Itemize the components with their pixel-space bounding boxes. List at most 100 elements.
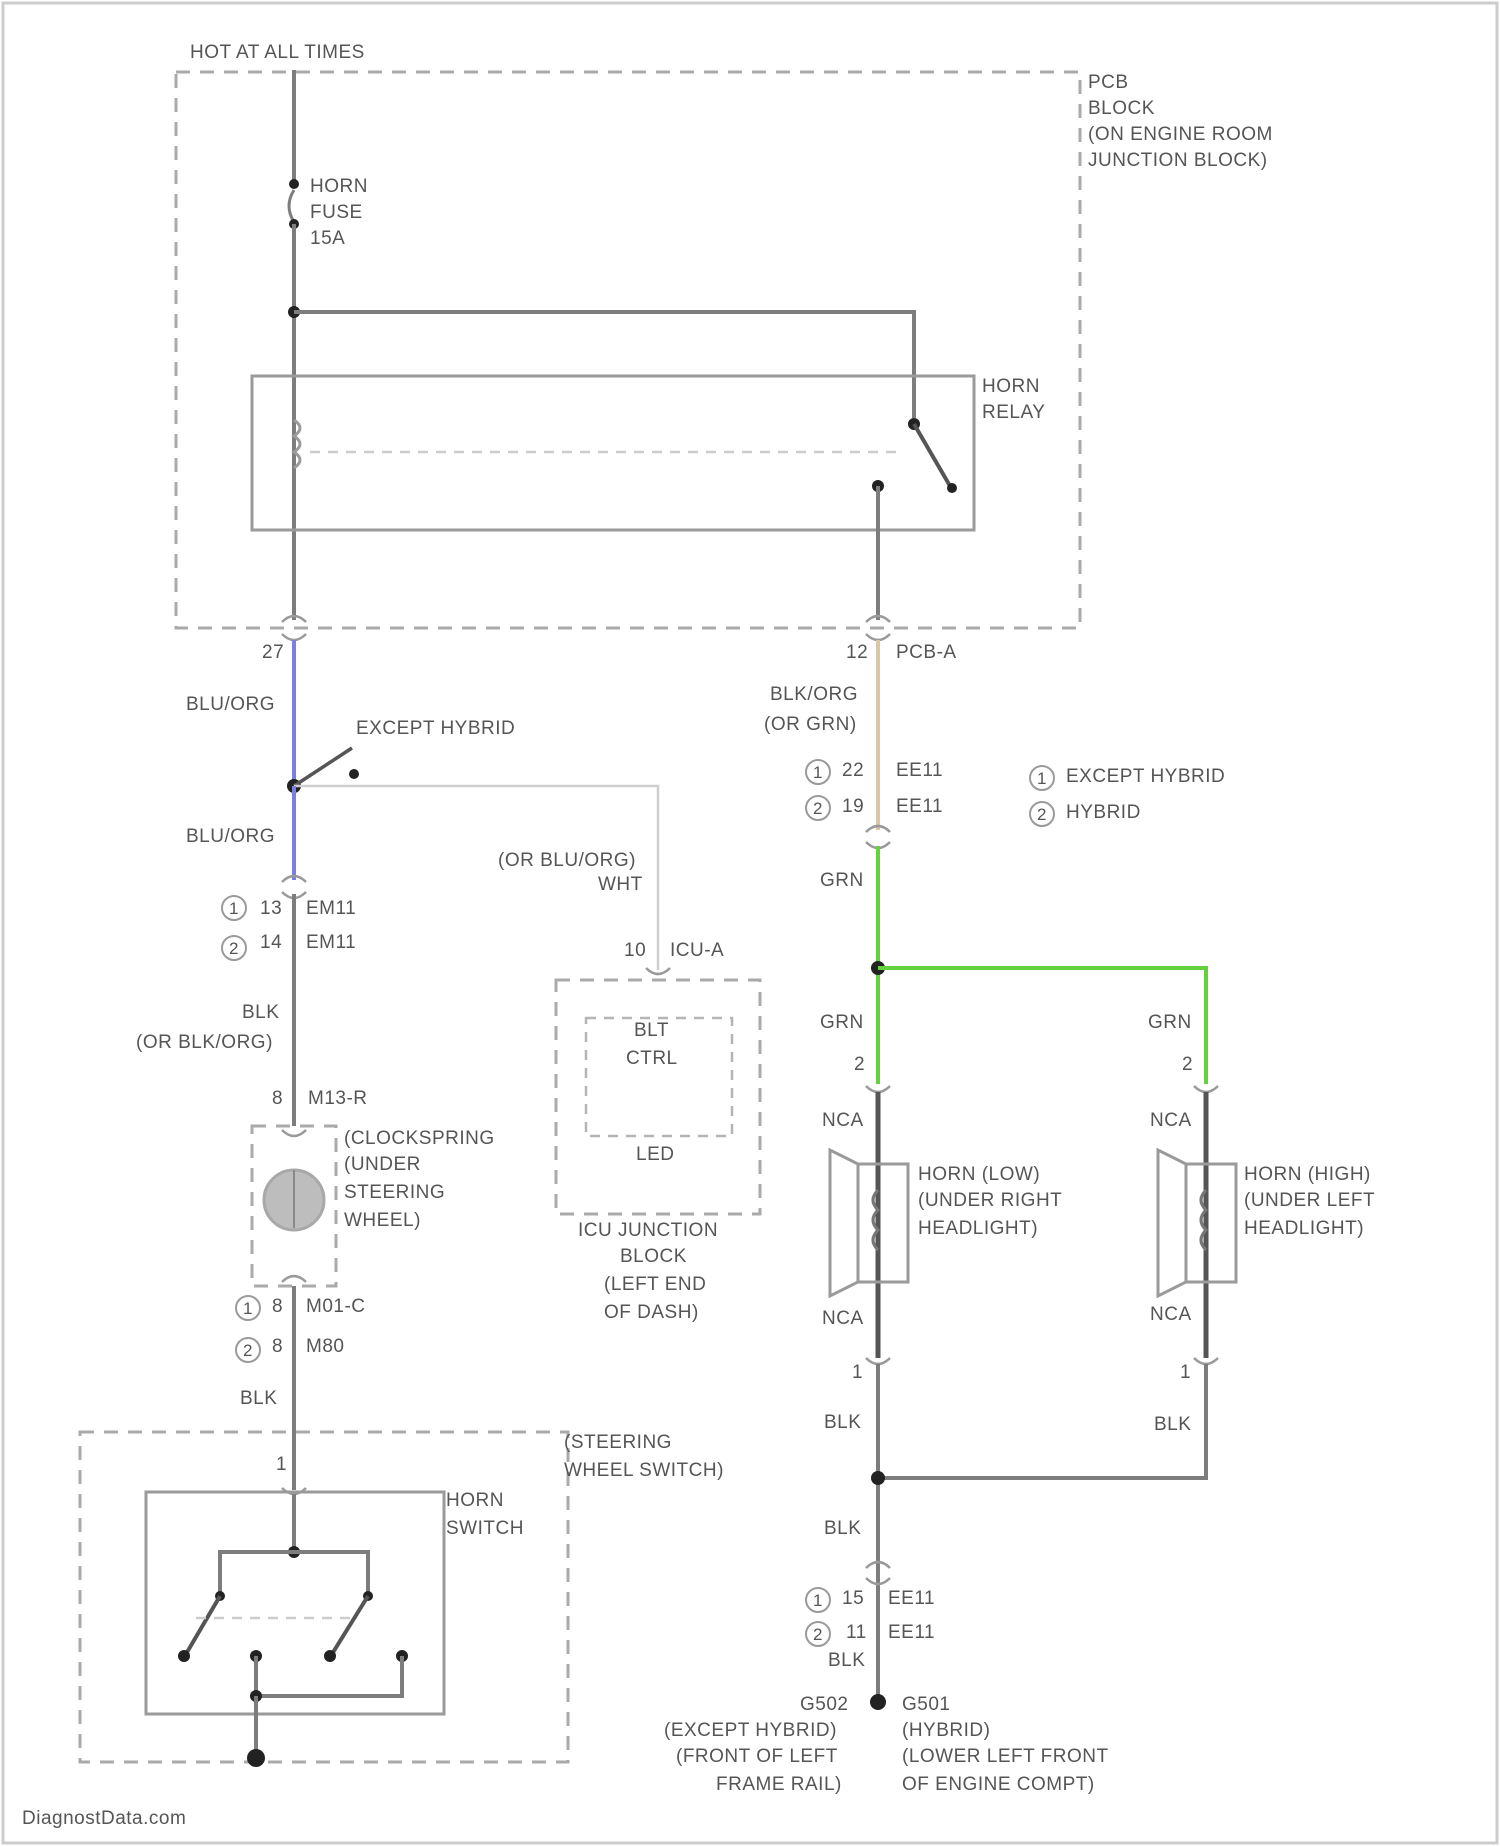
ee11-name-4: EE11 [888,1622,935,1643]
legend-tag-1-num: 1 [1037,769,1046,788]
pcb-conn-27-icon-b [282,634,306,640]
blk-label-1: BLK [242,1002,279,1023]
pcb-conn-12-icon-b [866,634,890,640]
pin-27-label: 27 [262,642,284,663]
pcb-block-label-2: BLOCK [1088,98,1155,119]
clockspring-label-1: (CLOCKSPRING [344,1128,495,1149]
em11-tag-1-num: 1 [229,899,238,918]
icu-block-label-3: (LEFT END [604,1274,706,1295]
icu-block-label-1: ICU JUNCTION [578,1220,718,1241]
switch-b-contact [324,1650,336,1662]
horn-switch-a-icon [186,1596,220,1654]
m80-label: M80 [306,1336,344,1357]
icu-block-outline [556,980,760,1214]
fuse-icon [289,190,294,222]
grn-label-1: GRN [820,870,864,891]
em11-pin-14: 14 [260,932,282,953]
relay-contact-feed-wire [294,312,914,418]
icu-wire-label-2: WHT [598,874,643,895]
horn-high-label-3: HEADLIGHT) [1244,1218,1364,1239]
icu-ctrl-label-1: BLT [634,1020,669,1041]
horn-high-label-2: (UNDER LEFT [1244,1190,1375,1211]
horn-low-pin-2: 2 [854,1054,865,1075]
m80-tag-2-num: 2 [243,1341,252,1360]
blk-label-r4: BLK [828,1650,865,1671]
pcb-block-label-4: JUNCTION BLOCK) [1088,150,1268,171]
m01-pin: 8 [272,1296,283,1317]
g501-desc-3: OF ENGINE COMPT) [902,1774,1095,1795]
fuse-label-2: FUSE [310,202,363,223]
blk-label-r2: BLK [1154,1414,1191,1435]
blk-label-2: BLK [240,1388,277,1409]
horn-high-body [1186,1164,1236,1282]
power-label: HOT AT ALL TIMES [190,42,365,63]
nca-label-3: NCA [822,1308,864,1329]
page-frame [3,3,1497,1843]
grn-label-3: GRN [1148,1012,1192,1033]
horn-switch-label-1: HORN [446,1490,504,1511]
m13-pin: 8 [272,1088,283,1109]
icu-ctrl-label-2: CTRL [626,1048,678,1069]
ee11-tag-2-num: 2 [813,799,822,818]
horn-low-label-2: (UNDER RIGHT [918,1190,1062,1211]
m01-tag-1-num: 1 [243,1299,252,1318]
ee11-pin-11: 11 [846,1622,867,1643]
horn-high-pin-1: 1 [1180,1362,1191,1383]
horn-high-conn-bottom [1194,1358,1218,1364]
ee11-g-tag-2-num: 2 [813,1625,822,1644]
pcb-block-outline [176,72,1080,628]
clockspring-label-3: STEERING [344,1182,445,1203]
horn-high-pin-2: 2 [1182,1054,1193,1075]
ground-join-node [871,1471,885,1485]
blu-org-label-2: BLU/ORG [186,826,275,847]
m13-label: M13-R [308,1088,368,1109]
blk-label-r3: BLK [824,1518,861,1539]
legend-except-hybrid: EXCEPT HYBRID [1066,766,1225,787]
em11-pin-13: 13 [260,898,282,919]
m01-label: M01-C [306,1296,366,1317]
ee11-name-2: EE11 [896,796,943,817]
steering-label-1: (STEERING [564,1432,672,1453]
horn-high-conn-top [1194,1086,1218,1092]
m80-pin: 8 [272,1336,283,1357]
clockspring-conn-top [282,1130,306,1136]
grn-label-2: GRN [820,1012,864,1033]
nca-label-4: NCA [1150,1304,1192,1325]
watermark: DiagnostData.com [22,1808,186,1829]
horn-high-label-1: HORN (HIGH) [1244,1164,1371,1185]
icu-inner-label: LED [636,1144,674,1165]
g502-desc-1: (EXCEPT HYBRID) [664,1720,837,1741]
em11-tag-2-num: 2 [229,939,238,958]
steering-label-2: WHEEL SWITCH) [564,1460,724,1481]
icu-block-label-2: BLOCK [620,1246,687,1267]
except-hybrid-switch-icon [294,748,352,786]
horn-switch-bus [220,1552,368,1596]
horn-low-body [858,1164,908,1282]
horn-low-label-1: HORN (LOW) [918,1164,1040,1185]
g502-label: G502 [800,1694,848,1715]
g501-desc-2: (LOWER LEFT FRONT [902,1746,1109,1767]
legend-hybrid: HYBRID [1066,802,1141,823]
ee11-pin-22: 22 [842,760,864,781]
horn-low-pin-1: 1 [852,1362,863,1383]
legend-tag-2-num: 2 [1037,805,1046,824]
clockspring-conn-bottom [282,1276,306,1282]
horn-low-conn-bottom [866,1358,890,1364]
relay-switch-end [947,483,957,493]
horn-low-icon [830,1150,858,1296]
horn-relay-box [252,376,974,530]
blk-label-r1: BLK [824,1412,861,1433]
pcb-block-label-1: PCB [1088,72,1129,93]
fuse-label-1: HORN [310,176,368,197]
except-hybrid-label: EXCEPT HYBRID [356,718,515,739]
horn-switch-b-icon [332,1596,368,1654]
ee11-pin-19: 19 [842,796,864,817]
ee11-name-1: EE11 [896,760,943,781]
blk-org-label-right: BLK/ORG [770,684,858,705]
icu-block-label-4: OF DASH) [604,1302,699,1323]
horn-low-label-3: HEADLIGHT) [918,1218,1038,1239]
pcb-a-label: PCB-A [896,642,957,663]
em11-name-2: EM11 [306,932,356,953]
switch-ground-icon [247,1749,265,1767]
clockspring-label-4: WHEEL) [344,1210,421,1231]
